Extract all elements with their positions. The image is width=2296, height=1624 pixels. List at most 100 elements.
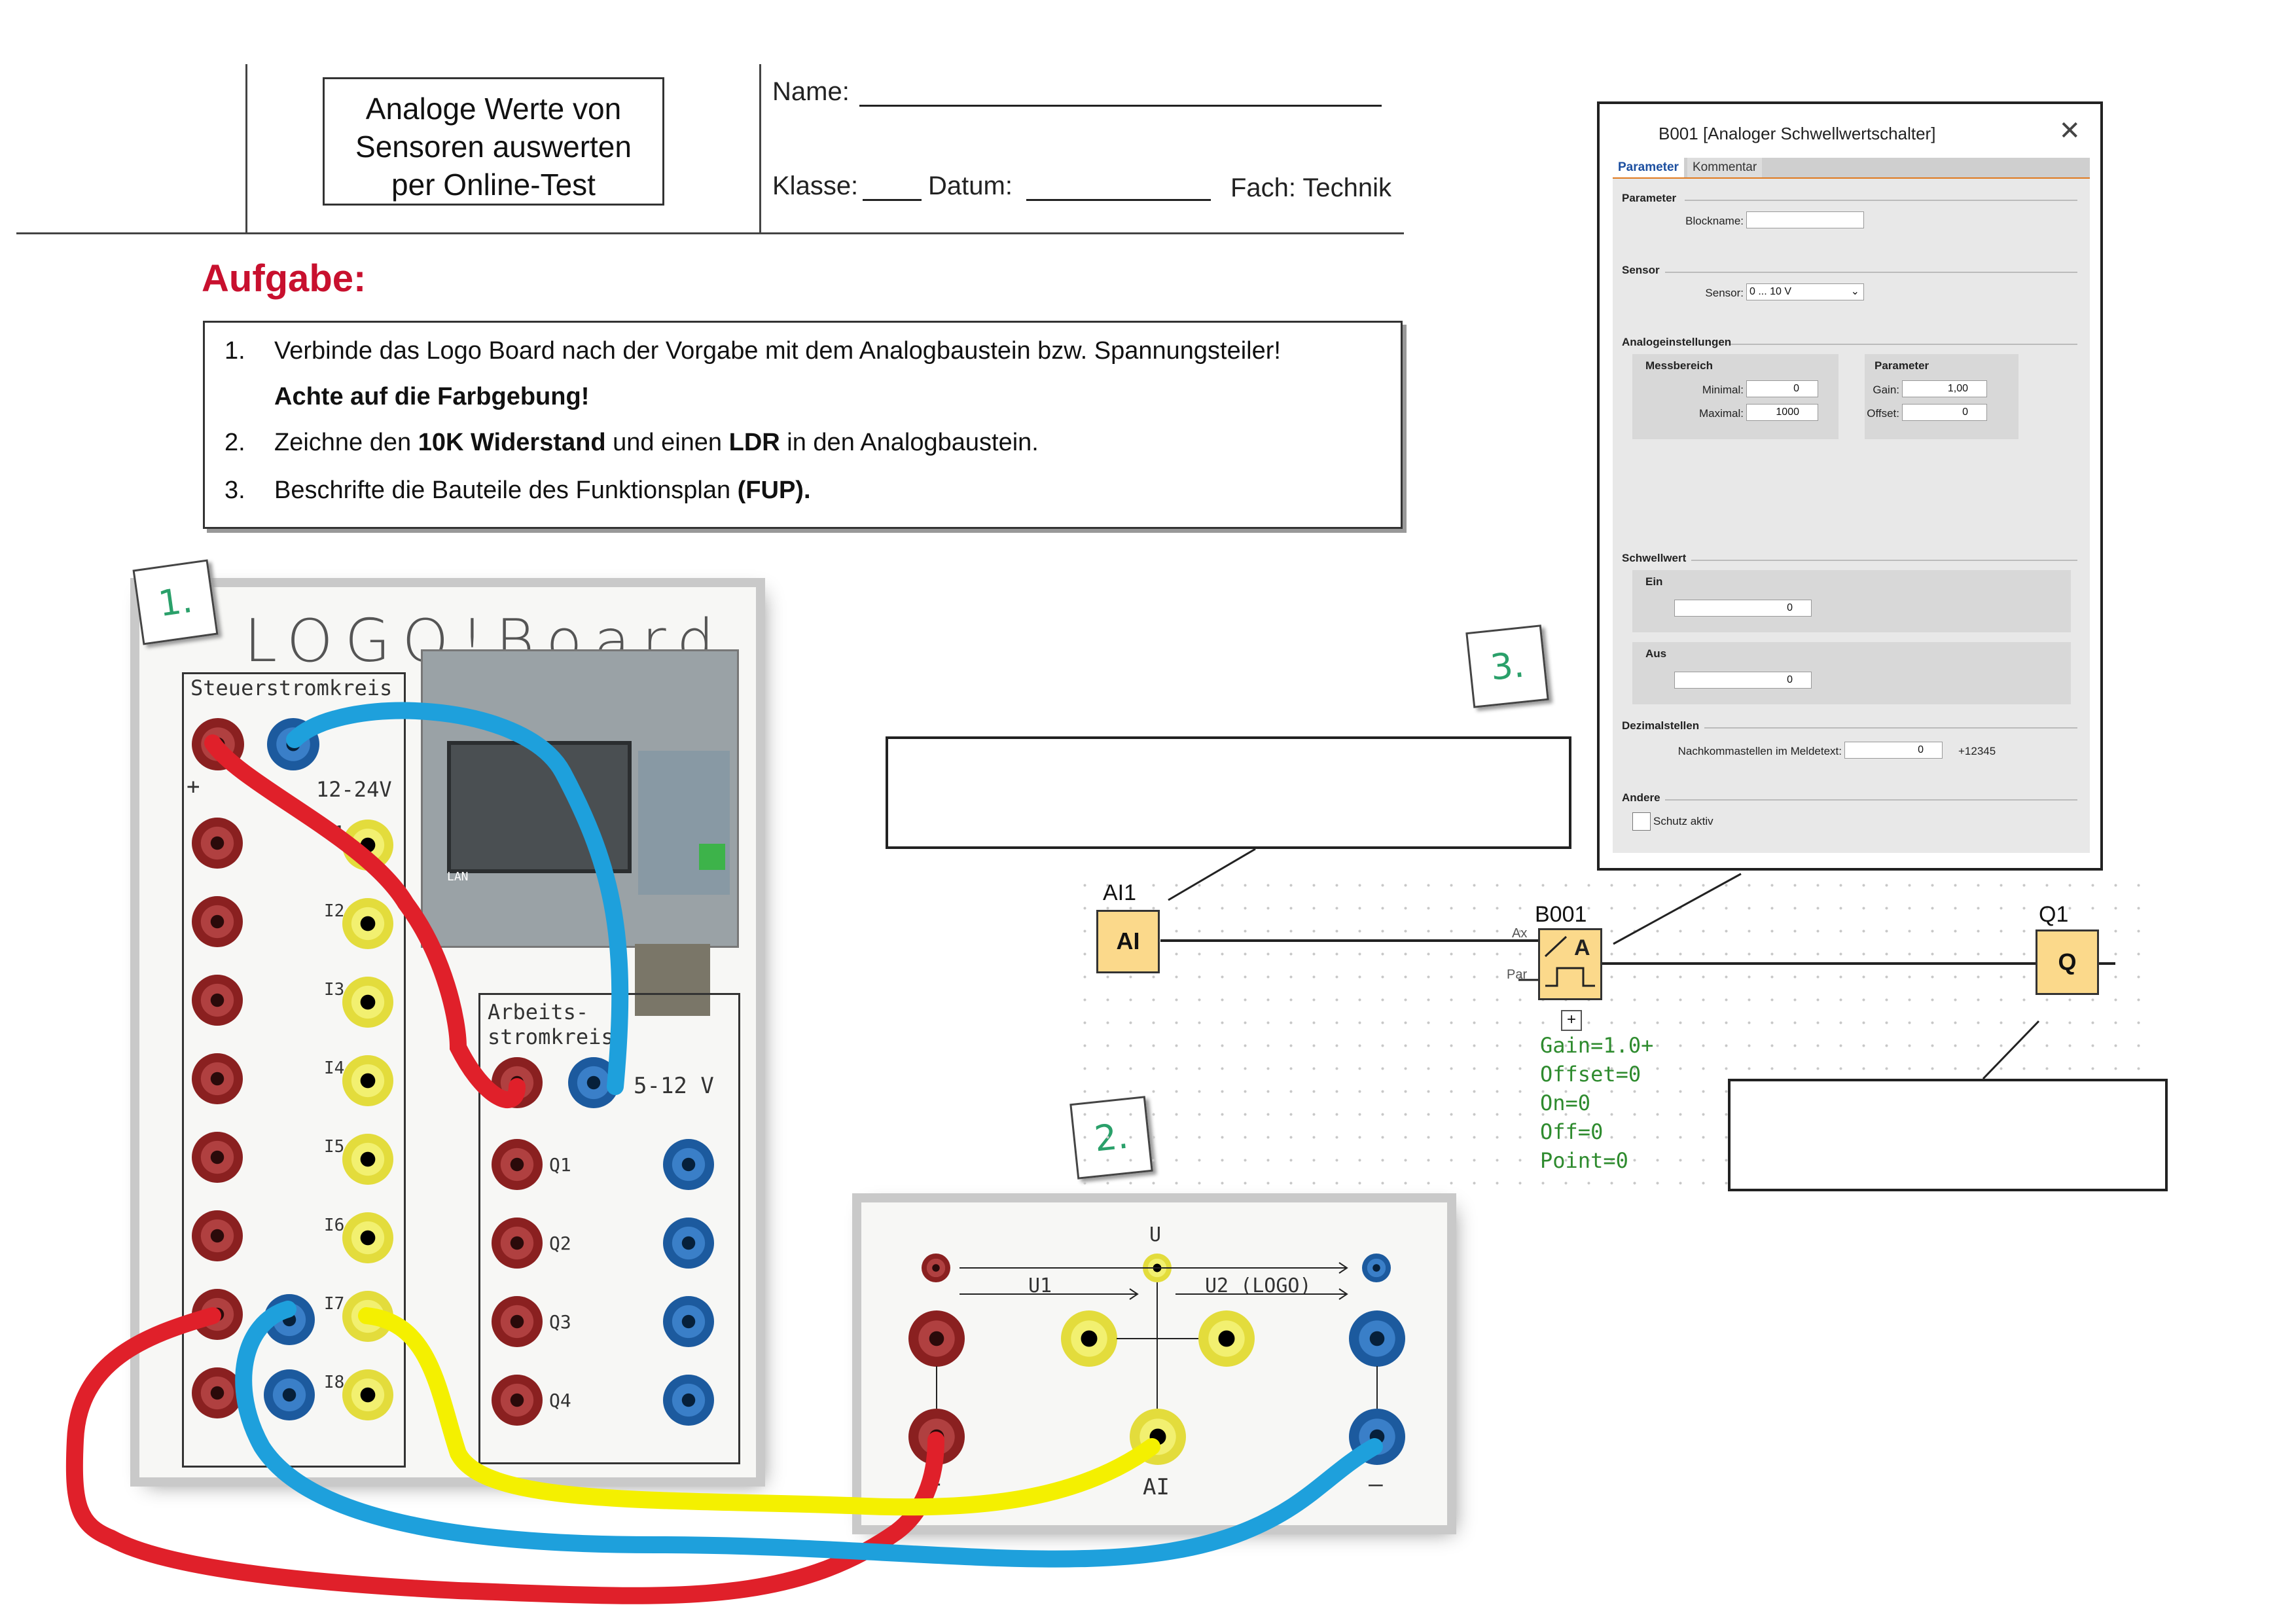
output-socket-q3[interactable] (492, 1296, 543, 1347)
input-socket-i2[interactable] (342, 898, 393, 949)
task-box: 1. Verbinde das Logo Board nach der Vorg… (203, 321, 1403, 529)
arbeits-label-1: Arbeits- (488, 1000, 589, 1024)
sensor-value: 0 ... 10 V (1749, 286, 1792, 297)
header-divider-right (759, 64, 761, 234)
schutz-label: Schutz aktiv (1653, 815, 1713, 827)
maximal-input[interactable]: 1000 (1746, 404, 1818, 421)
gain-label: Gain: (1873, 384, 1899, 396)
analog-top-blue[interactable] (1362, 1254, 1391, 1282)
tab-kommentar[interactable]: Kommentar (1687, 158, 1763, 177)
maximal-value: 1000 (1776, 406, 1799, 418)
block-dialog: B001 [Analoger Schwellwertschalter] ✕ Pa… (1597, 101, 2103, 871)
ein-input[interactable]: 0 (1674, 600, 1812, 617)
worksheet-title-box: Analoge Werte von Sensoren auswerten per… (323, 77, 664, 206)
b001-block[interactable]: A (1538, 928, 1602, 1000)
tab-bar (1613, 158, 2090, 179)
input-socket-i8[interactable] (342, 1369, 393, 1420)
nachkomma-input[interactable]: 0 (1844, 742, 1943, 759)
task-1-text: Verbinde das Logo Board nach der Vorgabe… (274, 337, 1281, 365)
red-socket-5[interactable] (192, 1132, 243, 1183)
analog-red-mid[interactable] (908, 1310, 965, 1367)
schutz-checkbox[interactable] (1632, 812, 1651, 831)
analog-top-red[interactable] (922, 1254, 950, 1282)
logo-ok-key[interactable] (699, 844, 725, 870)
task-2-post: in den Analogbaustein. (780, 429, 1039, 456)
analog-ai-label: AI (1143, 1474, 1170, 1500)
datum-label: Datum: (928, 171, 1013, 200)
aus-input[interactable]: 0 (1674, 672, 1812, 689)
label-box-ai[interactable] (886, 736, 1571, 849)
sensor-select[interactable]: 0 ... 10 V ⌄ (1746, 283, 1864, 300)
dialog-title: B001 [Analoger Schwellwertschalter] (1659, 124, 1936, 143)
dialog-body: Parameter Kommentar Parameter Blockname:… (1613, 158, 2090, 853)
input-socket-i6[interactable] (342, 1212, 393, 1263)
blockname-label: Blockname: (1685, 215, 1744, 227)
input-label-i7: I7 (324, 1294, 345, 1314)
output-socket-q1[interactable] (492, 1139, 543, 1190)
nachkomma-value: 0 (1918, 744, 1924, 755)
output-label-q4: Q4 (549, 1390, 571, 1411)
name-line[interactable] (859, 105, 1382, 107)
divider-sensor (1665, 272, 2077, 273)
input-socket-i3[interactable] (342, 977, 393, 1028)
red-socket-8[interactable] (192, 1367, 243, 1418)
ax-label: Ax (1512, 926, 1528, 941)
label-box-q[interactable] (1728, 1079, 2168, 1191)
datum-line[interactable] (1026, 199, 1211, 201)
ein-label: Ein (1645, 575, 1663, 588)
red-socket-4[interactable] (192, 1053, 243, 1104)
output-blue-q4[interactable] (663, 1375, 714, 1426)
ai-block[interactable]: AI (1096, 910, 1160, 973)
output-blue-q3[interactable] (663, 1296, 714, 1347)
param-point: Point=0 (1540, 1148, 1628, 1173)
section-parameter: Parameter (1622, 192, 1677, 204)
output-socket-q4[interactable] (492, 1375, 543, 1426)
tab-parameter[interactable]: Parameter (1613, 158, 1684, 177)
task-1-bold: Achte auf die Farbgebung! (274, 383, 590, 410)
analog-yellow-left[interactable] (1061, 1310, 1117, 1367)
input-socket-i5[interactable] (342, 1134, 393, 1185)
input-label-i6: I6 (324, 1216, 345, 1235)
output-socket-q2[interactable] (492, 1218, 543, 1269)
section-sensor: Sensor (1622, 264, 1660, 276)
output-label-q3: Q3 (549, 1311, 571, 1333)
blockname-input[interactable] (1746, 211, 1864, 228)
analog-board-lines (936, 1262, 1378, 1409)
red-socket-3[interactable] (192, 975, 243, 1026)
aus-value: 0 (1787, 674, 1793, 685)
svg-text:A: A (1574, 935, 1590, 960)
output-blue-q1[interactable] (663, 1139, 714, 1190)
minimal-input[interactable]: 0 (1746, 380, 1818, 397)
b001-label: B001 (1535, 902, 1587, 927)
section-schwellwert: Schwellwert (1622, 552, 1687, 564)
input-label-i3: I3 (324, 980, 345, 1000)
gain-input[interactable]: 1,00 (1902, 380, 1987, 397)
output-blue-q2[interactable] (663, 1218, 714, 1269)
offset-input[interactable]: 0 (1902, 404, 1987, 421)
task-3-pre: Beschrifte die Bauteile des Funktionspla… (274, 477, 738, 504)
red-wire-top (204, 734, 526, 1108)
param-on: On=0 (1540, 1091, 1591, 1115)
input-socket-i4[interactable] (342, 1055, 393, 1106)
task-3-num: 3. (224, 477, 245, 504)
red-socket-6[interactable] (192, 1210, 243, 1261)
section-andere: Andere (1622, 791, 1660, 804)
param-gain: Gain=1.0+ (1540, 1033, 1654, 1058)
aufgabe-heading: Aufgabe: (202, 257, 367, 300)
klasse-line[interactable] (863, 199, 922, 201)
arbeits-voltage: 5-12 V (634, 1073, 714, 1099)
q1-label: Q1 (2039, 902, 2069, 927)
analog-yellow-right[interactable] (1198, 1310, 1255, 1367)
close-icon[interactable]: ✕ (2058, 117, 2081, 145)
q-block[interactable]: Q (2036, 929, 2099, 995)
blue-socket-gnd-2[interactable] (264, 1369, 315, 1420)
analog-blue-mid[interactable] (1349, 1310, 1405, 1367)
red-socket-1[interactable] (192, 818, 243, 869)
par-label: Par (1507, 967, 1528, 982)
logo-keypad (638, 751, 730, 895)
blue-wire-top (286, 702, 629, 1095)
expand-button[interactable]: + (1561, 1010, 1582, 1031)
arbeits-label-2: stromkreis (488, 1024, 614, 1049)
red-socket-2[interactable] (192, 896, 243, 947)
